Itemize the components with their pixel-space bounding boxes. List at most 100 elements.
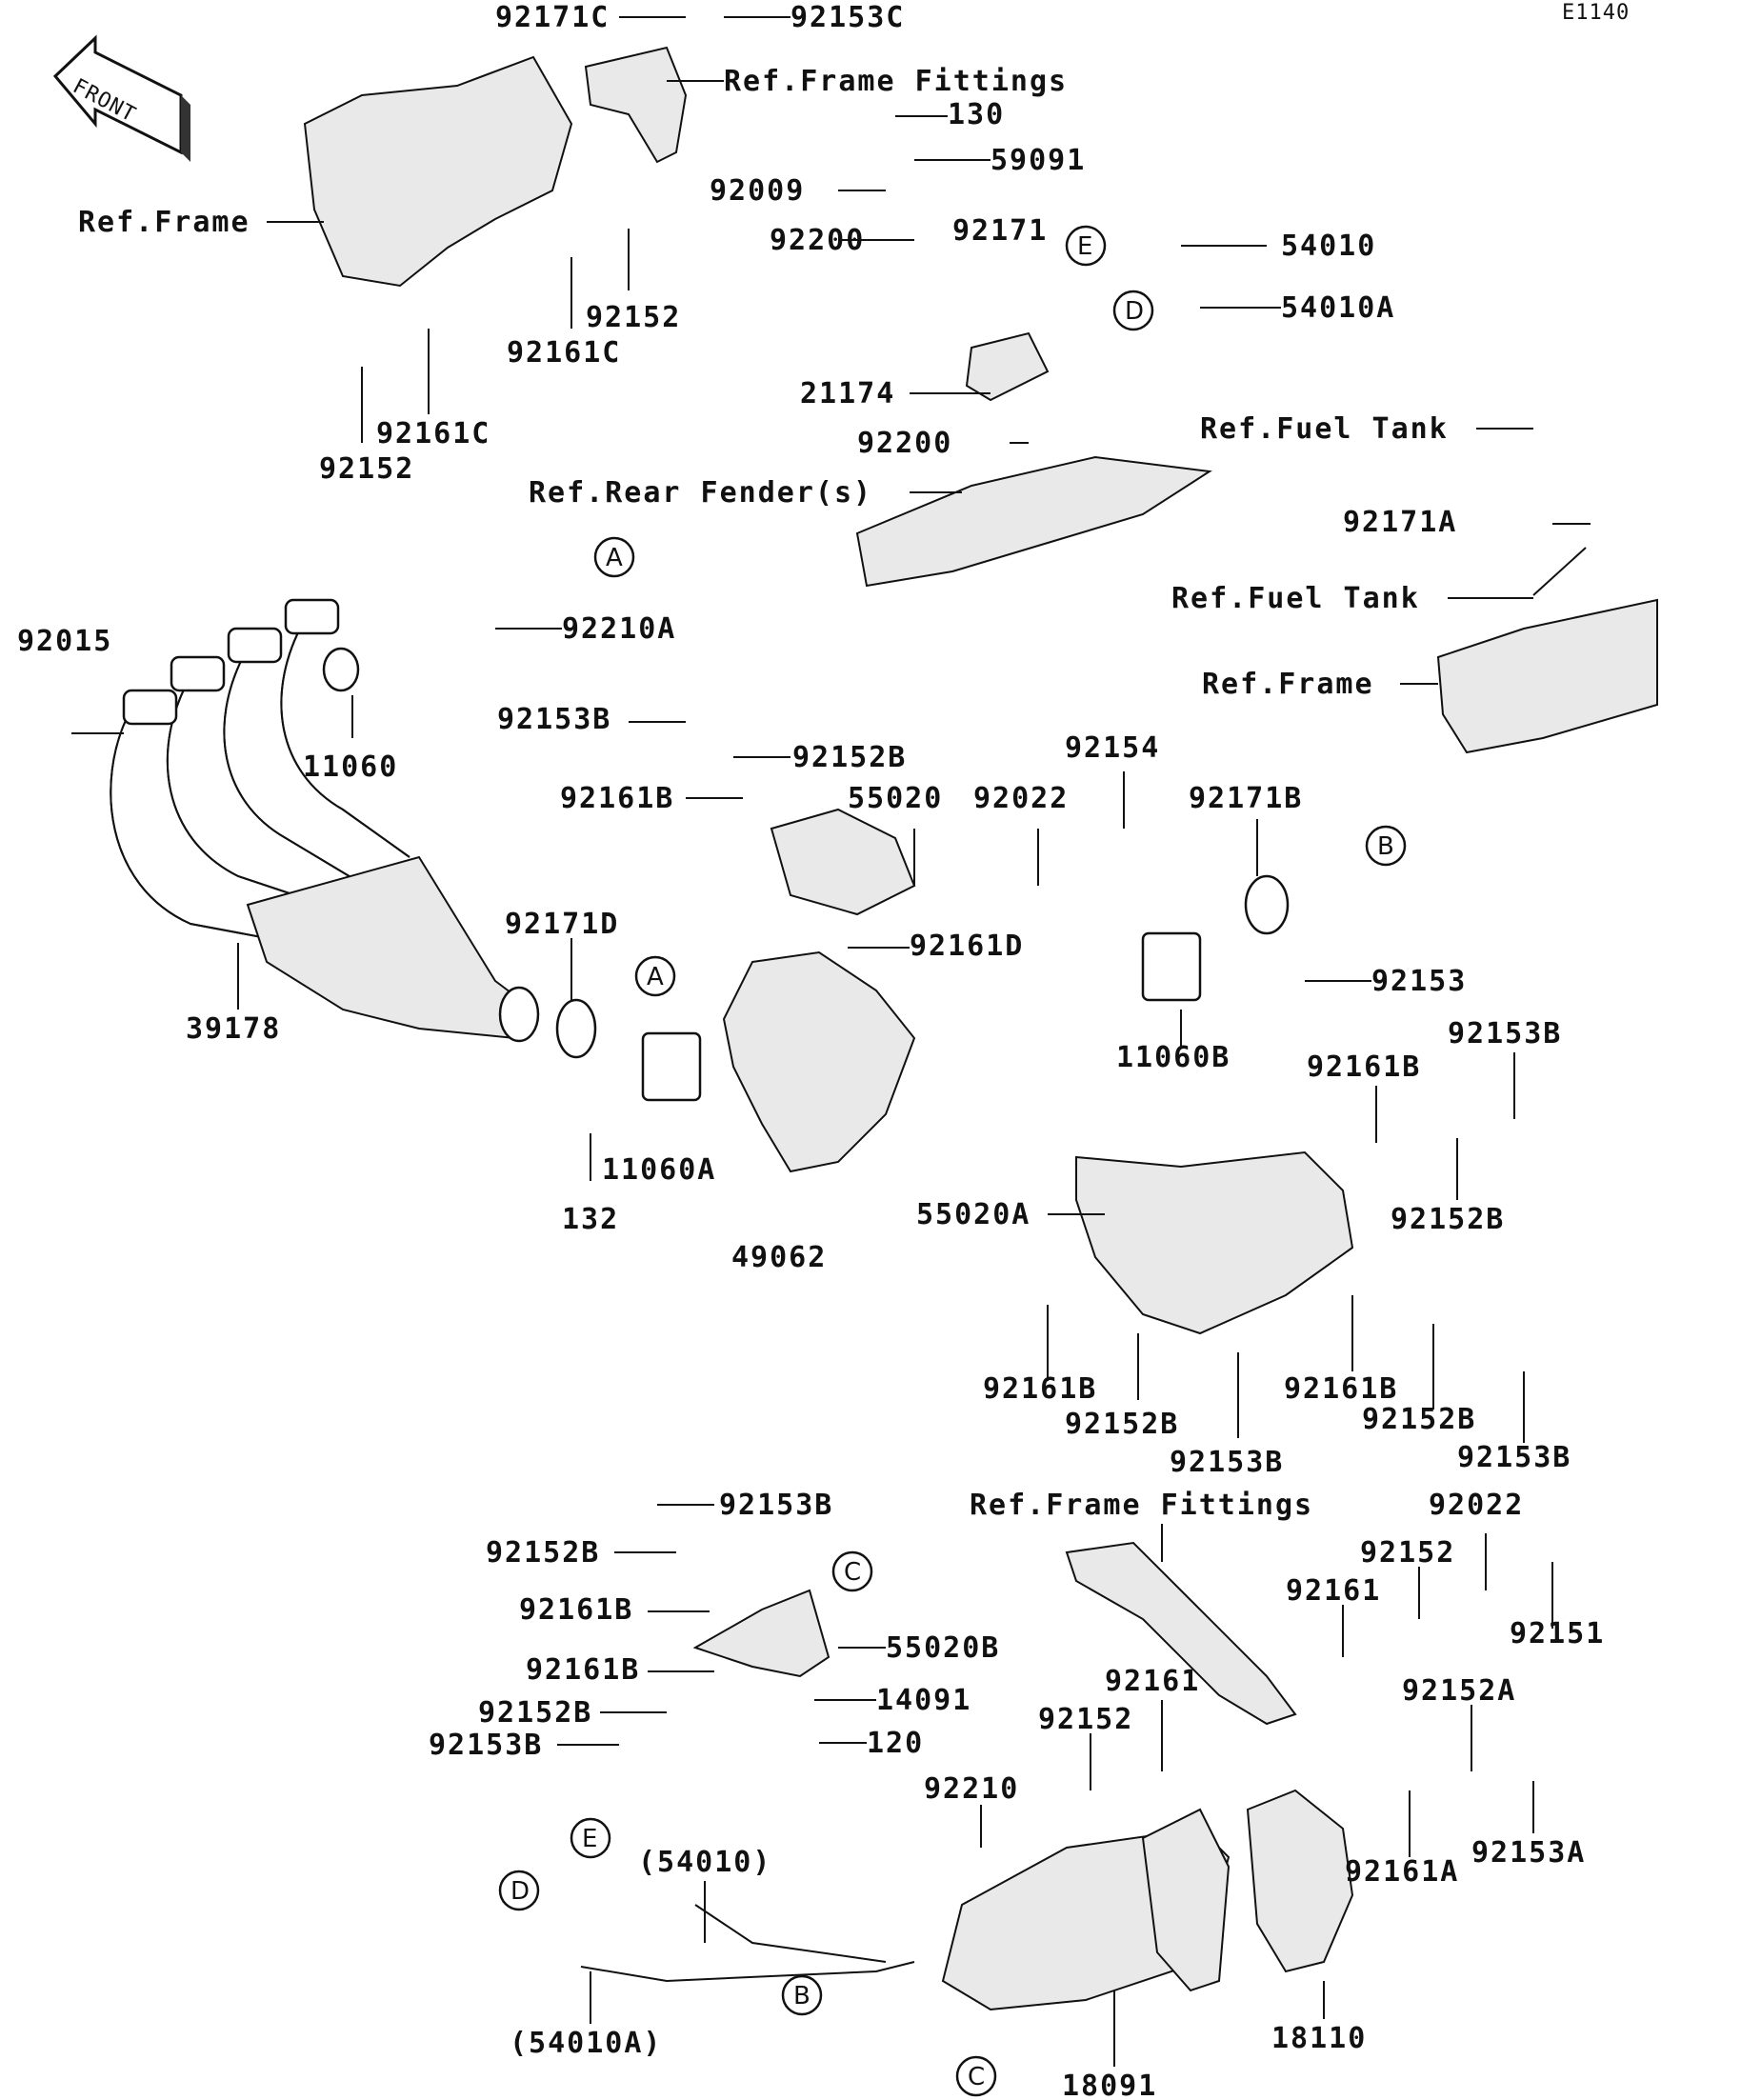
part-label-120: 120: [867, 1727, 924, 1760]
svg-text:E: E: [1077, 232, 1092, 261]
part-label-ref-frame-right: Ref.Frame: [1202, 668, 1374, 701]
part-label-54010a: 54010A: [1281, 291, 1395, 325]
part-label-ref-fuel-tank-b: Ref.Fuel Tank: [1171, 582, 1420, 615]
header-pipes-shape: [110, 598, 540, 1043]
part-label-92154: 92154: [1065, 731, 1160, 765]
part-label-92171a: 92171A: [1343, 506, 1457, 539]
heat-shield-55020a-shape: [1075, 1150, 1354, 1335]
part-label-92161b-f: 92161B: [526, 1653, 640, 1687]
part-label-92152b-f: 92152B: [478, 1696, 592, 1730]
callout-e-lower: E: [570, 1817, 611, 1859]
clamp-92171d-shape: [555, 998, 597, 1059]
part-label-92152-c: 92152: [1360, 1536, 1455, 1570]
part-label-ref-frame-top: Ref.Frame: [78, 206, 250, 239]
part-label-92152b-a: 92152B: [792, 741, 907, 774]
part-label-92171c: 92171C: [495, 1, 610, 34]
part-label-39178: 39178: [186, 1012, 281, 1046]
callout-c-upper: C: [831, 1550, 873, 1592]
part-label-21174: 21174: [800, 377, 895, 410]
pre-muffler-shape: [722, 950, 916, 1173]
svg-text:C: C: [844, 1558, 861, 1587]
frame-fittings-bracket-shape: [584, 46, 688, 164]
part-label-49062: 49062: [731, 1241, 827, 1274]
part-label-92171: 92171: [952, 214, 1048, 248]
callout-b-right: B: [1365, 825, 1407, 867]
callout-d-top: D: [1112, 290, 1154, 331]
part-label-92009: 92009: [710, 174, 805, 208]
part-label-55020: 55020: [848, 782, 943, 815]
cable-54010-shape: [694, 1904, 887, 1963]
svg-text:D: D: [510, 1877, 530, 1906]
part-label-92152-d: 92152: [1038, 1703, 1133, 1736]
part-label-92161c-a: 92161C: [507, 336, 621, 370]
part-label-18091: 18091: [1062, 2070, 1157, 2100]
part-label-92152-a: 92152: [586, 301, 681, 334]
part-label-paren-54010a: (54010A): [510, 2027, 663, 2060]
part-label-92152b-b: 92152B: [1391, 1203, 1505, 1236]
part-label-54010: 54010: [1281, 230, 1376, 263]
svg-text:A: A: [647, 963, 664, 991]
part-label-55020a: 55020A: [916, 1198, 1031, 1231]
part-label-92210: 92210: [924, 1772, 1019, 1806]
ecu-box-shape: [965, 331, 1050, 402]
part-label-55020b: 55020B: [886, 1631, 1000, 1665]
part-label-92161b-c: 92161B: [983, 1372, 1097, 1406]
diagram-code: E1140: [1562, 1, 1630, 25]
part-label-92152a: 92152A: [1402, 1674, 1516, 1708]
part-label-92171d: 92171D: [505, 908, 619, 941]
cover-55020-shape: [770, 808, 916, 916]
part-label-11060b: 11060B: [1116, 1041, 1231, 1074]
part-label-92022-a: 92022: [973, 782, 1069, 815]
part-label-132: 132: [562, 1203, 619, 1236]
sleeve-11060b-shape: [1141, 931, 1202, 1002]
part-label-130: 130: [948, 98, 1005, 131]
part-label-92152b-d: 92152B: [1362, 1403, 1476, 1436]
part-label-92151: 92151: [1510, 1617, 1605, 1650]
part-label-92153b-c: 92153B: [1170, 1446, 1284, 1479]
bracket-55020b-shape: [692, 1589, 830, 1678]
callout-b-lower: B: [781, 1974, 823, 2016]
end-cap-shape: [1141, 1808, 1231, 1992]
part-label-18110: 18110: [1271, 2022, 1367, 2055]
callout-a-mid: A: [634, 955, 676, 997]
part-label-92153b-e: 92153B: [719, 1489, 833, 1522]
part-label-paren-54010: (54010): [638, 1846, 771, 1879]
front-arrow-icon: FRONT: [52, 34, 190, 162]
part-label-92152-b: 92152: [319, 452, 414, 486]
svg-text:E: E: [582, 1825, 597, 1853]
part-label-92153b-b: 92153B: [1448, 1017, 1562, 1050]
part-labels: 92171C 92153C Ref.Frame Fittings 130 590…: [17, 1, 1605, 2100]
part-label-92022-b: 92022: [1429, 1489, 1524, 1522]
callout-a-top: A: [593, 536, 635, 578]
leader-lines: [71, 16, 1591, 2067]
part-label-14091: 14091: [876, 1684, 971, 1717]
rear-frame-shape: [1436, 598, 1658, 754]
part-label-11060a: 11060A: [602, 1153, 716, 1187]
part-label-92161b-b: 92161B: [1307, 1050, 1421, 1084]
callout-d-lower: D: [498, 1870, 540, 1911]
svg-text:C: C: [968, 2063, 985, 2091]
lower-frame-fittings-shape: [1065, 1541, 1297, 1726]
part-label-92161b-e: 92161B: [519, 1593, 633, 1627]
callout-c-lower: C: [955, 2055, 997, 2097]
part-label-92152b-c: 92152B: [1065, 1408, 1179, 1441]
part-label-59091: 59091: [991, 144, 1086, 177]
part-label-ref-fuel-tank-a: Ref.Fuel Tank: [1200, 412, 1449, 446]
callout-e-top: E: [1065, 225, 1107, 267]
part-label-92152b-e: 92152B: [486, 1536, 600, 1570]
part-label-ref-frame-fittings-top: Ref.Frame Fittings: [724, 65, 1068, 98]
part-label-11060: 11060: [303, 750, 398, 784]
part-label-92161-a: 92161: [1286, 1574, 1381, 1608]
part-label-92153b-d: 92153B: [1457, 1441, 1571, 1474]
part-label-92153a: 92153A: [1471, 1836, 1586, 1870]
clamp-92171b-shape: [1244, 874, 1290, 935]
sleeve-11060a-shape: [641, 1031, 702, 1102]
rear-fender-shape: [855, 455, 1212, 588]
svg-text:B: B: [793, 1982, 810, 2010]
cable-54010a-shape: [580, 1961, 915, 1983]
part-label-92200-top: 92200: [770, 224, 865, 257]
part-label-92200-mid: 92200: [857, 427, 952, 460]
fuel-tank-strap-shape: [1532, 547, 1587, 596]
part-label-92210a: 92210A: [562, 612, 676, 646]
part-label-92161b-a: 92161B: [560, 782, 674, 815]
